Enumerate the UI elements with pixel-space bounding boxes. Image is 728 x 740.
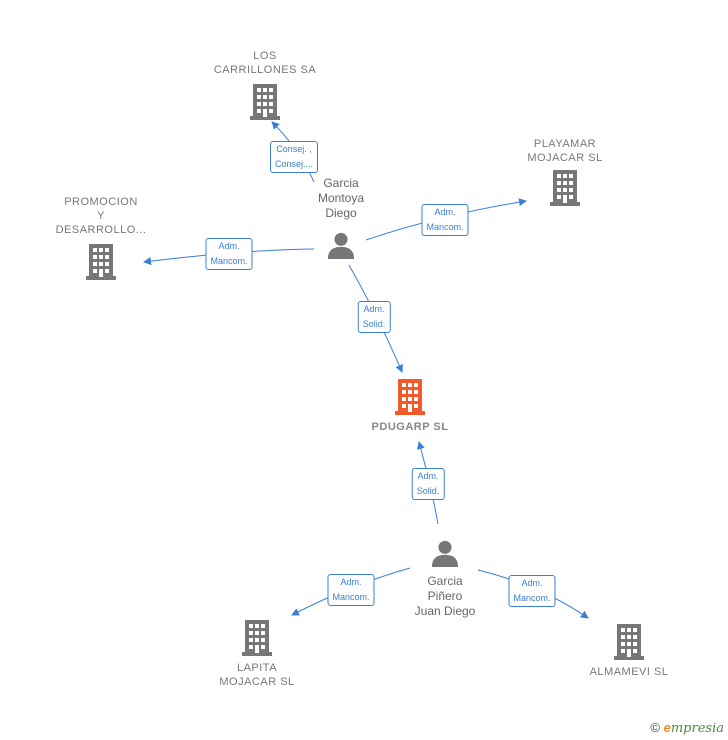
person-icon[interactable] — [431, 540, 459, 567]
company-label-pdugarp[interactable]: PDUGARP SL — [371, 421, 449, 433]
person-label-garcia_pinero[interactable]: Garcia Piñero Juan Diego — [414, 574, 476, 618]
brand-logo-text: mpresia — [670, 721, 724, 736]
copyright-icon: © — [650, 720, 660, 735]
company-label-playamar[interactable]: PLAYAMAR MOJACAR SL — [527, 138, 603, 164]
edge-label-garcia_pinero-almamevi[interactable]: Adm. Mancom. — [508, 575, 556, 607]
company-label-lapita[interactable]: LAPITA MOJACAR SL — [219, 662, 295, 688]
building-icon[interactable] — [250, 84, 280, 120]
building-icon[interactable] — [242, 620, 272, 656]
building-icon[interactable] — [86, 244, 116, 280]
building-icon[interactable] — [395, 379, 425, 415]
edge-label-garcia_pinero-pdugarp[interactable]: Adm. Solid. — [411, 468, 445, 500]
brand-logo-e: e — [663, 720, 671, 735]
edge-label-garcia_montoya-pdugarp[interactable]: Adm. Solid. — [357, 301, 391, 333]
building-icon[interactable] — [614, 624, 644, 660]
building-icon[interactable] — [550, 170, 580, 206]
company-label-los_carrillones[interactable]: LOS CARRILLONES SA — [213, 50, 317, 76]
person-label-garcia_montoya[interactable]: Garcia Montoya Diego — [317, 176, 365, 220]
footer-brand: © empresia — [650, 720, 724, 736]
company-label-almamevi[interactable]: ALMAMEVI SL — [589, 666, 669, 678]
edge-label-garcia_pinero-lapita[interactable]: Adm. Mancom. — [327, 574, 375, 606]
edge-label-garcia_montoya-promocion[interactable]: Adm. Mancom. — [205, 238, 253, 270]
person-icon[interactable] — [327, 232, 355, 259]
edge-label-garcia_montoya-playamar[interactable]: Adm. Mancom. — [421, 204, 469, 236]
company-label-promocion[interactable]: PROMOCION Y DESARROLLO... — [55, 196, 147, 236]
edge-label-garcia_montoya-los_carrillones[interactable]: Consej. , Consej.... — [269, 141, 319, 173]
